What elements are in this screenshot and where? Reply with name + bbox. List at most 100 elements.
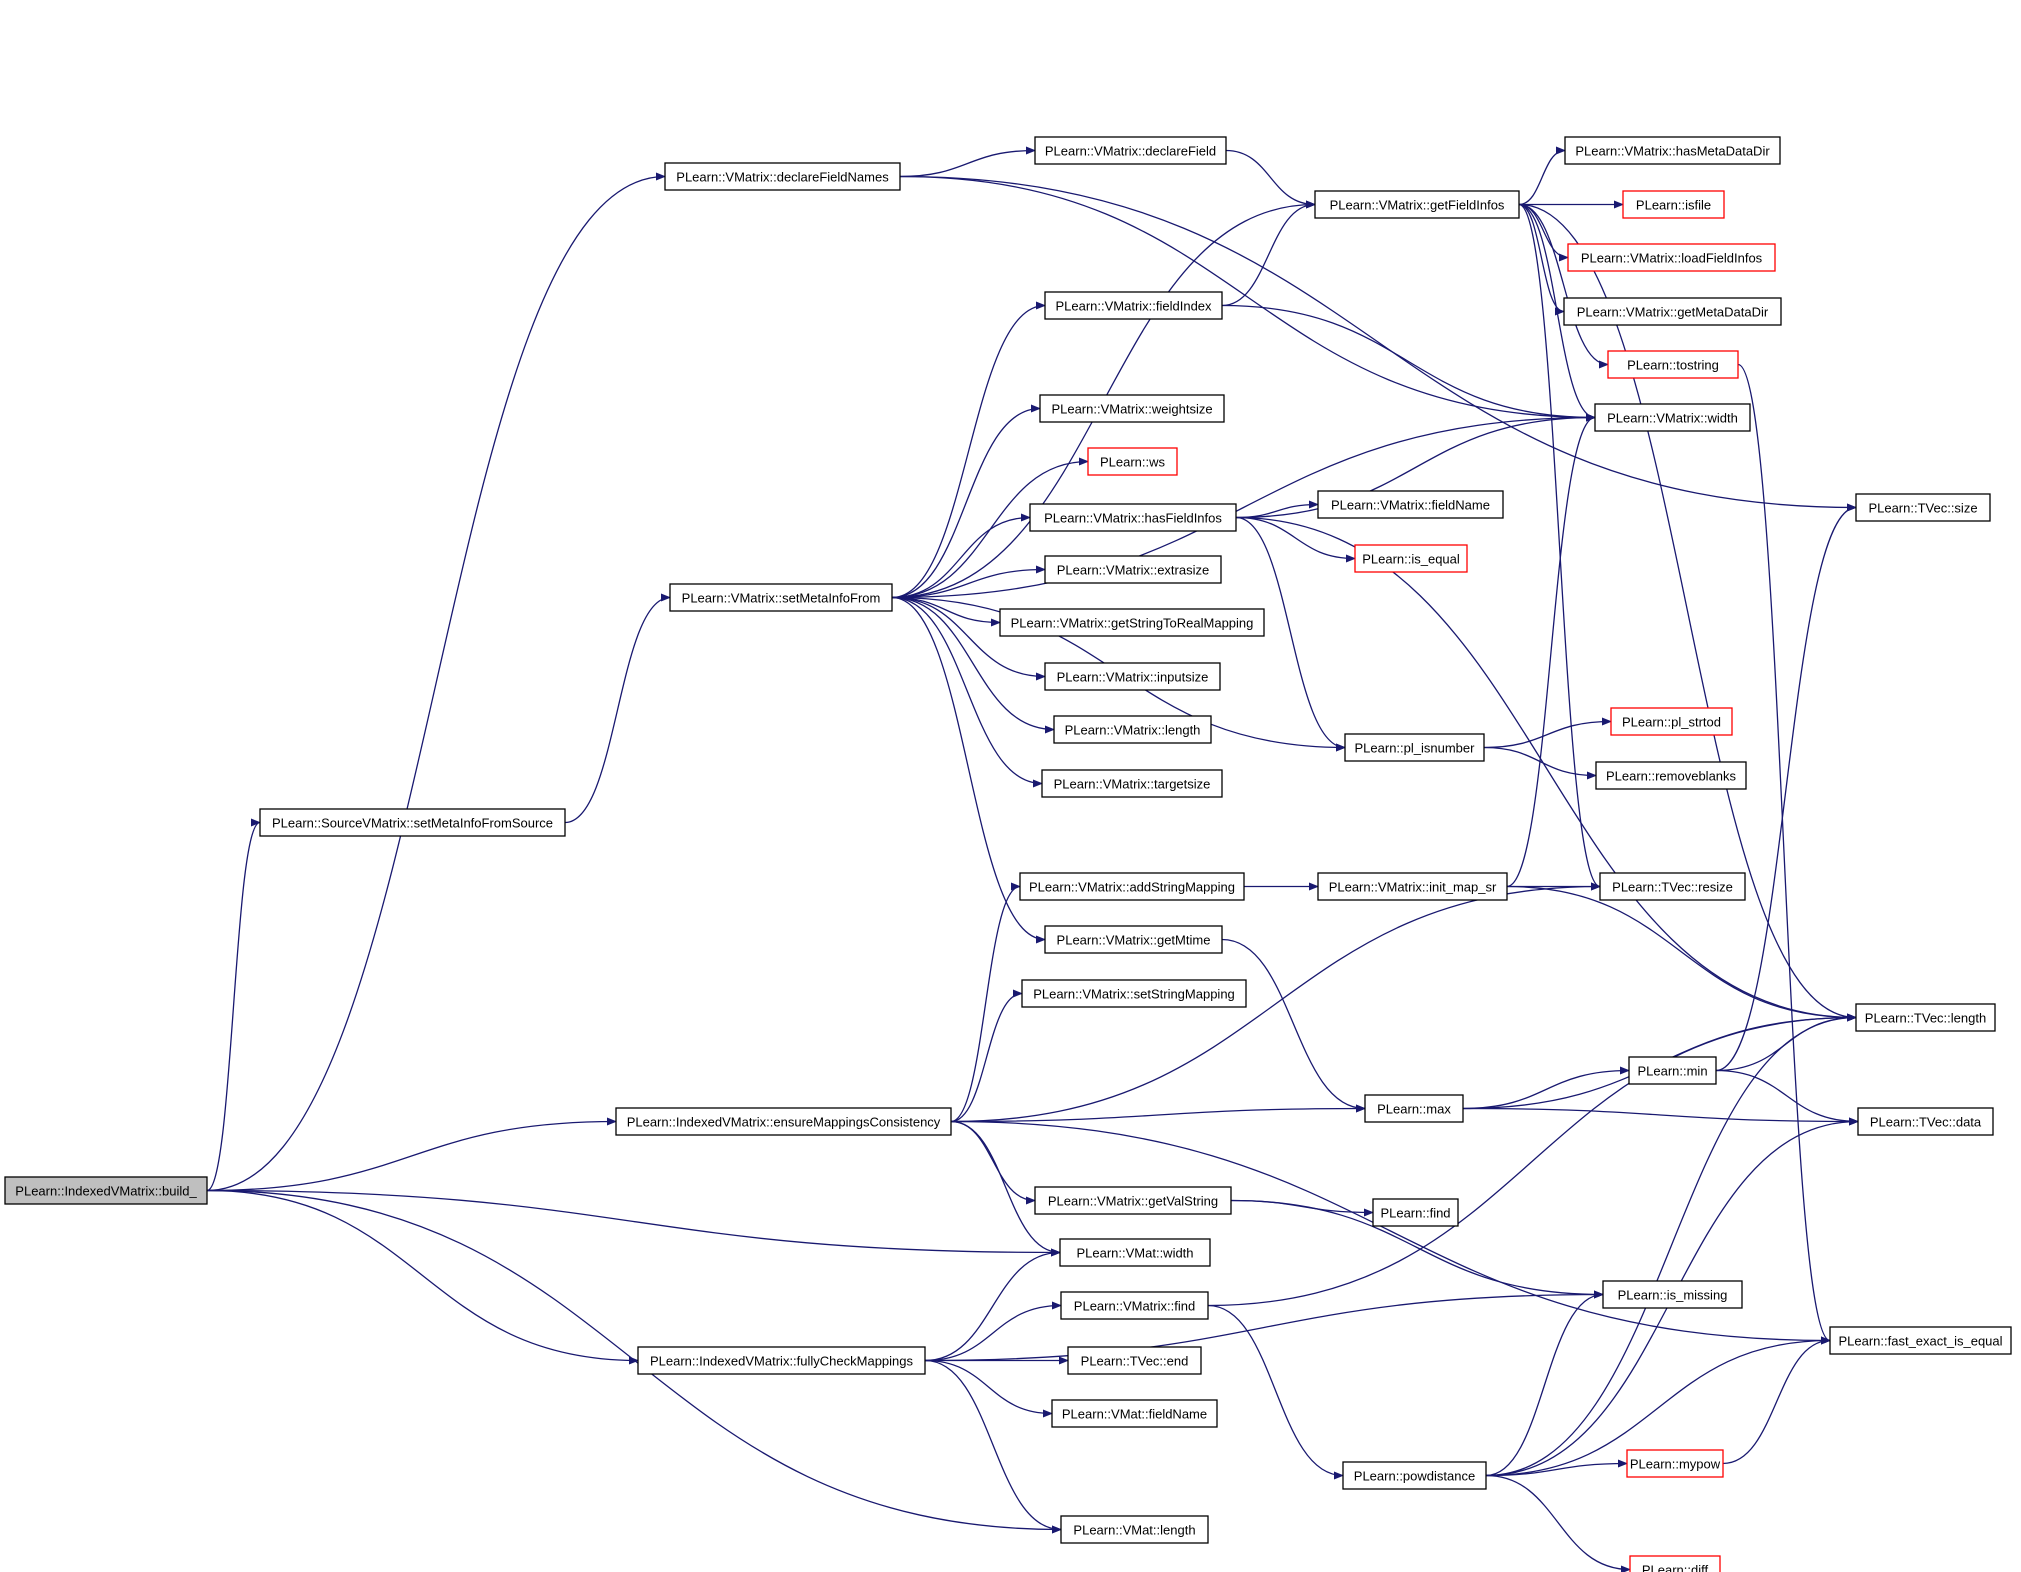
node-tvlength[interactable]: PLearn::TVec::length [1855, 1003, 1996, 1032]
node-addStringMapping[interactable]: PLearn::VMatrix::addStringMapping [1019, 872, 1245, 901]
edge-ensureMappingsConsistency-to-vmatwidth [950, 1120, 1061, 1257]
node-ensureMappingsConsistency[interactable]: PLearn::IndexedVMatrix::ensureMappingsCo… [615, 1107, 952, 1136]
node-box [1602, 1280, 1743, 1309]
node-tvsize[interactable]: PLearn::TVec::size [1855, 493, 1991, 522]
node-getStringToRealMapping[interactable]: PLearn::VMatrix::getStringToRealMapping [999, 608, 1265, 637]
edge-hasFieldInfos-to-is_equal [1235, 516, 1356, 563]
node-label: PLearn::isfile [1636, 198, 1711, 213]
node-label: PLearn::IndexedVMatrix::build_ [15, 1184, 197, 1199]
node-fieldName[interactable]: PLearn::VMatrix::fieldName [1317, 490, 1504, 519]
edge-declareFieldNames-to-vmwidth [899, 175, 1596, 422]
node-setMetaInfoFrom[interactable]: PLearn::VMatrix::setMetaInfoFrom [669, 583, 893, 612]
node-box [1044, 291, 1223, 320]
node-vmatwidth[interactable]: PLearn::VMat::width [1059, 1238, 1211, 1267]
node-getValString[interactable]: PLearn::VMatrix::getValString [1034, 1186, 1232, 1215]
node-getFieldInfos[interactable]: PLearn::VMatrix::getFieldInfos [1314, 190, 1520, 219]
node-tostring[interactable]: PLearn::tostring [1607, 350, 1739, 379]
node-extrasize[interactable]: PLearn::VMatrix::extrasize [1044, 555, 1222, 584]
node-pl_strtod[interactable]: PLearn::pl_strtod [1610, 707, 1733, 736]
node-tvdata[interactable]: PLearn::TVec::data [1857, 1107, 1994, 1136]
node-label: PLearn::powdistance [1354, 1469, 1475, 1484]
node-tvend[interactable]: PLearn::TVec::end [1067, 1346, 1202, 1375]
node-box [1317, 490, 1504, 519]
node-find[interactable]: PLearn::find [1372, 1198, 1459, 1227]
node-box [259, 808, 566, 837]
edge-build-to-ensureMappingsConsistency [206, 1117, 617, 1192]
node-targetsize[interactable]: PLearn::VMatrix::targetsize [1041, 769, 1223, 798]
node-vmatlength[interactable]: PLearn::VMat::length [1060, 1515, 1209, 1544]
node-fast_exact[interactable]: PLearn::fast_exact_is_equal [1829, 1326, 2012, 1355]
node-box [1087, 447, 1178, 476]
node-label: PLearn::pl_strtod [1622, 715, 1721, 730]
edge-powdistance-to-diff [1485, 1474, 1631, 1572]
node-box [1041, 769, 1223, 798]
edge-min-to-tvdata [1715, 1069, 1859, 1126]
node-inputsize[interactable]: PLearn::VMatrix::inputsize [1044, 662, 1221, 691]
node-powdistance[interactable]: PLearn::powdistance [1342, 1461, 1487, 1490]
node-fullyCheckMappings[interactable]: PLearn::IndexedVMatrix::fullyCheckMappin… [637, 1346, 926, 1375]
node-label: PLearn::ws [1100, 455, 1166, 470]
node-fieldIndex[interactable]: PLearn::VMatrix::fieldIndex [1044, 291, 1223, 320]
node-setStringMapping[interactable]: PLearn::VMatrix::setStringMapping [1021, 979, 1247, 1008]
node-label: PLearn::VMatrix::inputsize [1057, 670, 1209, 685]
node-box [1622, 190, 1725, 219]
node-mypow[interactable]: PLearn::mypow [1626, 1449, 1724, 1478]
node-label: PLearn::TVec::resize [1612, 880, 1733, 895]
node-box [1314, 190, 1520, 219]
edge-declareFieldNames-to-declareField [899, 146, 1036, 178]
node-label: PLearn::max [1377, 1102, 1451, 1117]
node-label: PLearn::VMatrix::extrasize [1057, 563, 1209, 578]
node-getMtime[interactable]: PLearn::VMatrix::getMtime [1044, 925, 1223, 954]
node-ws[interactable]: PLearn::ws [1087, 447, 1178, 476]
node-box [1626, 1449, 1724, 1478]
edge-min-to-tvsize [1715, 503, 1857, 1072]
node-removeblanks[interactable]: PLearn::removeblanks [1595, 761, 1747, 790]
node-label: PLearn::fast_exact_is_equal [1838, 1334, 2002, 1349]
edge-vmfind-to-powdistance [1207, 1304, 1344, 1480]
edge-ensureMappingsConsistency-to-addStringMapping [950, 882, 1021, 1123]
node-box [1060, 1515, 1209, 1544]
node-hasFieldInfos[interactable]: PLearn::VMatrix::hasFieldInfos [1029, 503, 1237, 532]
node-build[interactable]: PLearn::IndexedVMatrix::build_ [4, 1176, 208, 1205]
node-box [1044, 662, 1221, 691]
node-label: PLearn::TVec::size [1868, 501, 1977, 516]
edge-vmfind-to-tvlength [1207, 1013, 1857, 1307]
node-weightsize[interactable]: PLearn::VMatrix::weightsize [1039, 394, 1225, 423]
node-box [1021, 979, 1247, 1008]
node-diff[interactable]: PLearn::diff [1629, 1555, 1721, 1572]
node-label: PLearn::VMatrix::getStringToRealMapping [1011, 616, 1254, 631]
node-box [1599, 872, 1746, 901]
node-vmatfieldName[interactable]: PLearn::VMat::fieldName [1051, 1399, 1218, 1428]
node-loadFieldInfos[interactable]: PLearn::VMatrix::loadFieldInfos [1567, 243, 1776, 272]
node-box [1044, 555, 1222, 584]
node-is_equal[interactable]: PLearn::is_equal [1354, 544, 1468, 573]
node-label: PLearn::VMatrix::declareFieldNames [676, 170, 889, 185]
node-box [1034, 1186, 1232, 1215]
node-pl_isnumber[interactable]: PLearn::pl_isnumber [1344, 733, 1485, 762]
node-label: PLearn::diff [1642, 1563, 1709, 1572]
edge-setMetaInfoFrom-to-inputsize [891, 596, 1046, 681]
edge-setMetaInfoFrom-to-weightsize [891, 404, 1041, 599]
edge-setMetaInfoFrom-to-vmlength [891, 596, 1055, 734]
node-vmlength[interactable]: PLearn::VMatrix::length [1053, 715, 1212, 744]
node-min[interactable]: PLearn::min [1628, 1056, 1717, 1085]
node-setMetaInfoFromSource[interactable]: PLearn::SourceVMatrix::setMetaInfoFromSo… [259, 808, 566, 837]
node-declareFieldNames[interactable]: PLearn::VMatrix::declareFieldNames [664, 162, 901, 191]
node-label: PLearn::VMatrix::setStringMapping [1033, 987, 1235, 1002]
node-label: PLearn::TVec::length [1865, 1011, 1986, 1026]
node-box [1342, 1461, 1487, 1490]
node-is_missing[interactable]: PLearn::is_missing [1602, 1280, 1743, 1309]
node-hasMetaDataDir[interactable]: PLearn::VMatrix::hasMetaDataDir [1564, 136, 1781, 165]
node-vmfind[interactable]: PLearn::VMatrix::find [1060, 1291, 1209, 1320]
node-resize[interactable]: PLearn::TVec::resize [1599, 872, 1746, 901]
node-vmwidth[interactable]: PLearn::VMatrix::width [1594, 403, 1751, 432]
edge-powdistance-to-is_missing [1485, 1290, 1604, 1477]
node-label: PLearn::pl_isnumber [1355, 741, 1476, 756]
node-label: PLearn::VMat::length [1073, 1523, 1195, 1538]
node-init_map_sr[interactable]: PLearn::VMatrix::init_map_sr [1317, 872, 1508, 901]
node-isfile[interactable]: PLearn::isfile [1622, 190, 1725, 219]
node-max[interactable]: PLearn::max [1364, 1094, 1464, 1123]
node-getMetaDataDir[interactable]: PLearn::VMatrix::getMetaDataDir [1563, 297, 1782, 326]
edge-build-to-fullyCheckMappings [206, 1189, 639, 1365]
node-declareField[interactable]: PLearn::VMatrix::declareField [1034, 136, 1227, 165]
